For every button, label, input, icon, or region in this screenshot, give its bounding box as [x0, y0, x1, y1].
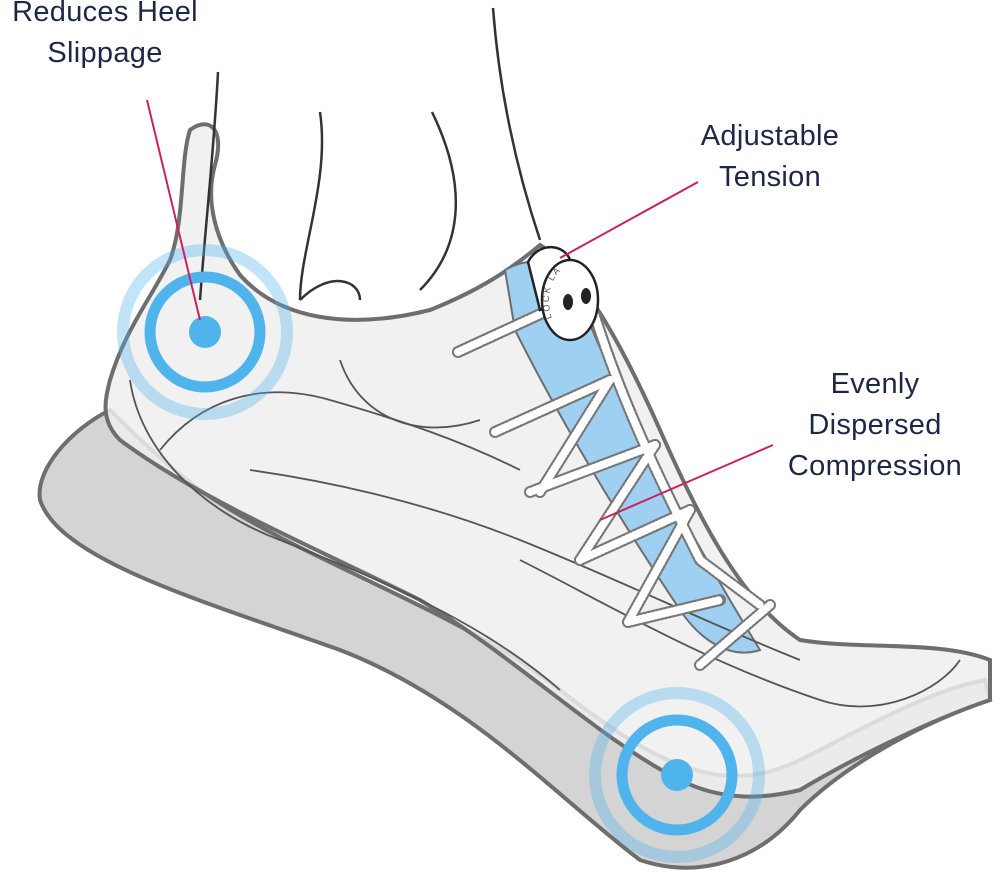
lace-texture: [454, 296, 774, 669]
callout-line: Dispersed: [808, 409, 942, 441]
callout-line: Adjustable: [700, 120, 840, 152]
foot-bones: [129, 359, 961, 708]
callout-line: Evenly: [830, 368, 920, 400]
lock-toggle: LOCK LA: [526, 245, 600, 342]
leg-outline: [198, 7, 542, 301]
shoe-sole: [37, 407, 993, 870]
heel-pulse-icon: [117, 244, 293, 420]
callout-dispersed-compression: Evenly Dispersed Compression: [770, 364, 980, 487]
callout-line: Slippage: [47, 37, 163, 69]
callout-heel-slippage: Reduces Heel Slippage: [0, 0, 210, 74]
forefoot-pulse-icon: [589, 687, 765, 863]
callout-line: Reduces Heel: [12, 0, 198, 28]
callout-line: Tension: [718, 161, 822, 193]
callout-line: Compression: [787, 450, 963, 482]
callout-adjustable-tension: Adjustable Tension: [670, 116, 870, 198]
shoe-upper: [103, 122, 992, 799]
pointer-lines: [146, 99, 774, 521]
